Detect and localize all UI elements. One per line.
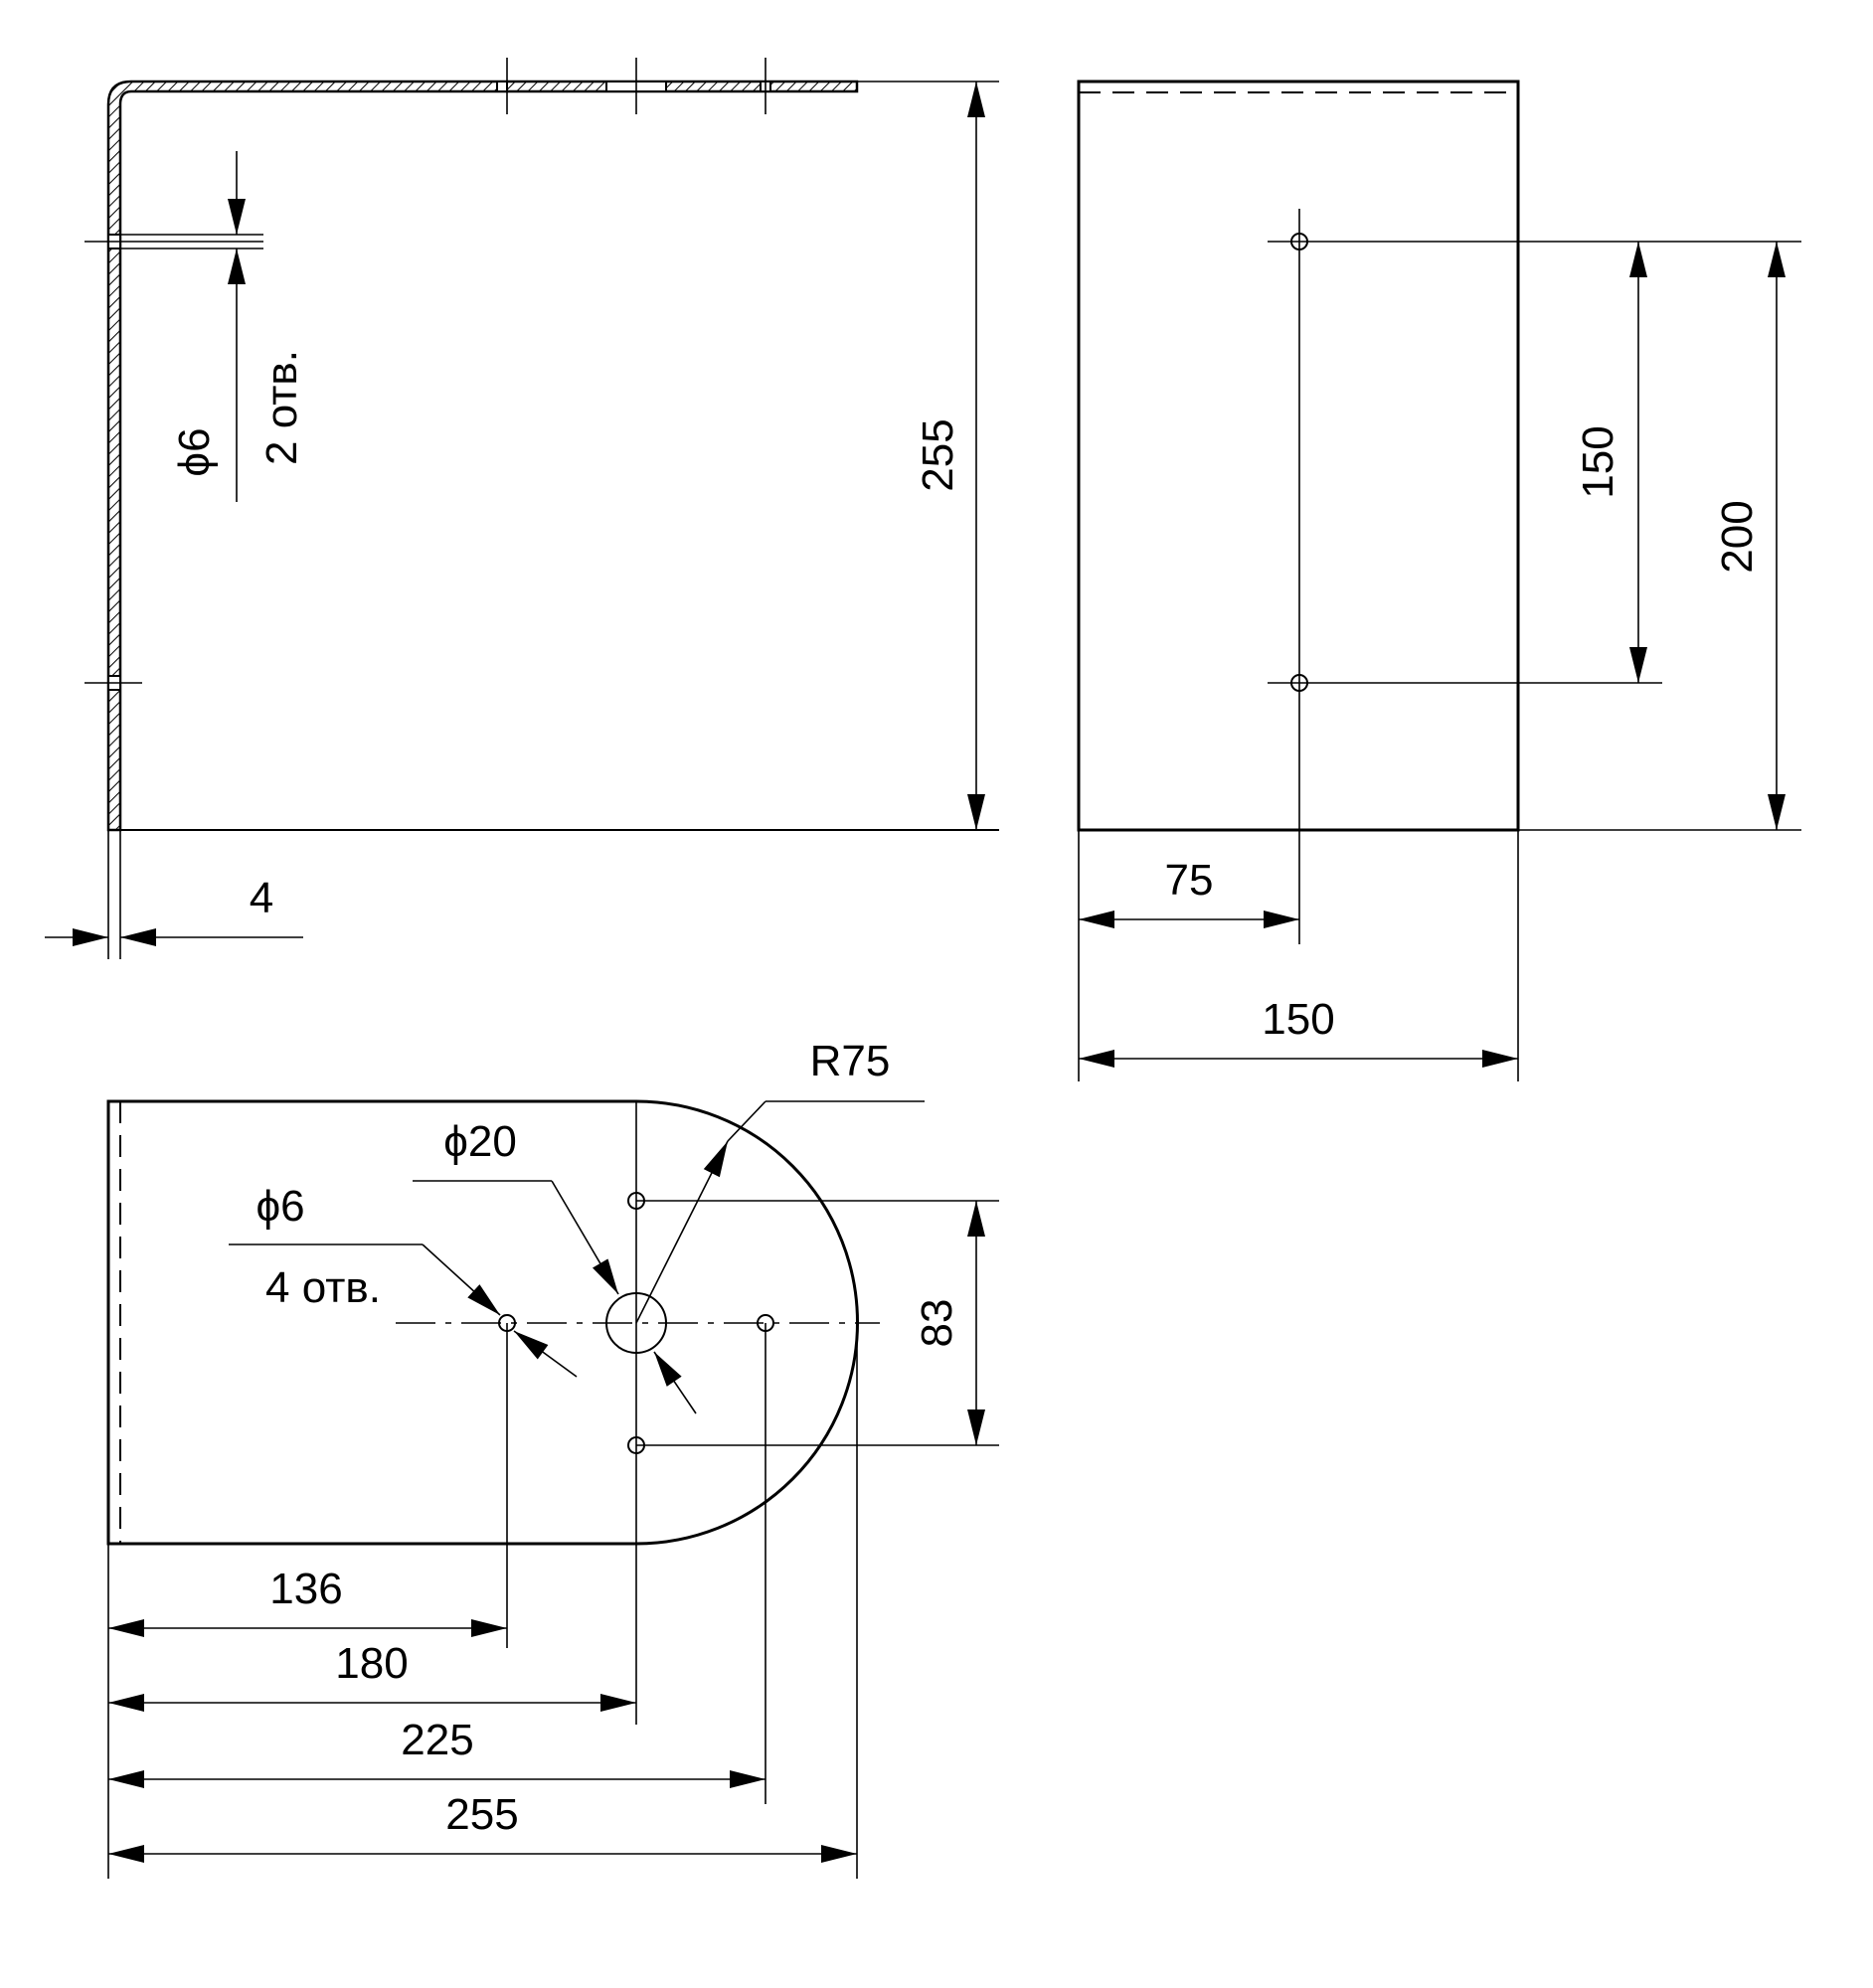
top-vertical-spacing-dim: 83 — [913, 1299, 961, 1348]
top-dim-180: 180 — [335, 1639, 408, 1688]
top-radius-label: R75 — [810, 1037, 891, 1085]
side-lower-dim: 200 — [1713, 500, 1762, 573]
top-big-hole-diameter: ϕ20 — [443, 1117, 517, 1166]
top-small-hole-diameter: ϕ6 — [255, 1182, 304, 1231]
front-hole-diameter: ϕ6 — [170, 427, 219, 476]
top-small-hole-count: 4 отв. — [265, 1263, 381, 1312]
flange-hole-gap — [496, 81, 508, 92]
front-height-dim: 255 — [914, 418, 962, 491]
side-hole-spacing-dim: 150 — [1574, 425, 1622, 498]
top-view: 83 R75 ϕ20 ϕ6 4 отв. 136 180 225 255 — [106, 1037, 999, 1879]
side-center-offset-dim: 75 — [1165, 856, 1214, 905]
side-plate-outline — [1077, 80, 1520, 832]
front-thickness-dim: 4 — [250, 874, 273, 922]
top-dim-225: 225 — [401, 1716, 473, 1764]
side-view: 150 200 75 150 — [1077, 80, 1801, 1081]
side-width-dim: 150 — [1262, 995, 1334, 1044]
top-center-hole — [605, 1292, 667, 1354]
angle-profile-section — [106, 80, 859, 832]
front-hole-count: 2 отв. — [257, 350, 306, 465]
top-dim-136: 136 — [269, 1565, 342, 1613]
front-view: 255 ϕ6 2 отв. 4 — [45, 58, 999, 959]
top-dim-255: 255 — [445, 1790, 518, 1839]
